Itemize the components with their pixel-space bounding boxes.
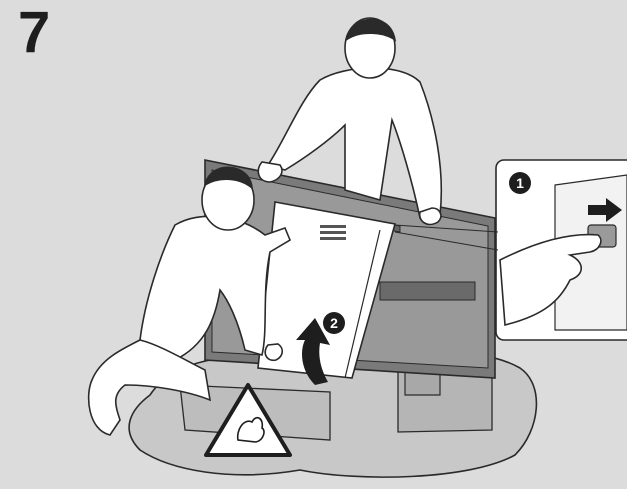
callout-two-number: 2 xyxy=(330,315,338,331)
cover-vent-pattern xyxy=(320,225,346,240)
standing-person-hand-left xyxy=(258,162,282,182)
tv-stand-slot xyxy=(380,282,475,300)
standing-person-hand-right xyxy=(420,208,441,224)
kneeling-person-hand xyxy=(265,344,282,360)
callout-one-number: 1 xyxy=(516,175,524,191)
